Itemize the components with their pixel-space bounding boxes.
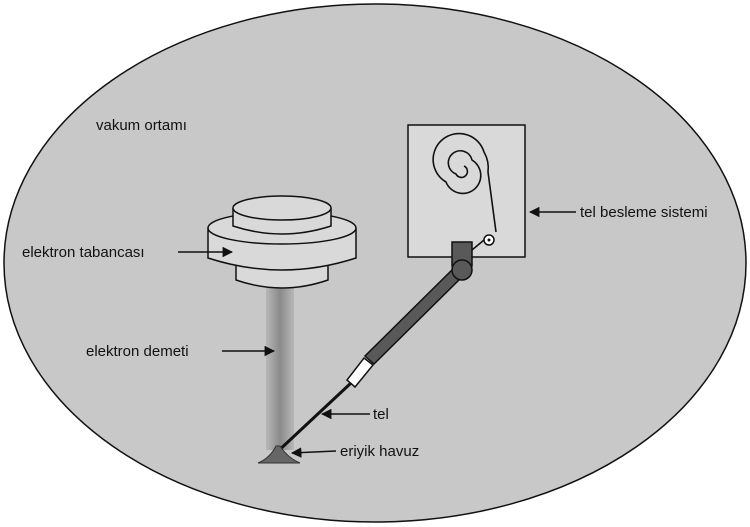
arrow-melt-pool [290,447,337,458]
vacuum-chamber [3,3,747,523]
wire-line [273,381,353,456]
label-wire: tel [373,406,389,423]
label-vacuum: vakum ortamı [96,117,187,134]
label-melt-pool: eriyik havuz [340,443,419,460]
gun-top-cap [232,195,332,221]
arm-tip-sleeve [345,356,375,389]
electron-gun [207,195,357,289]
arm-joint [451,259,473,281]
label-wire-feed-system: tel besleme sistemi [580,204,708,221]
wire-feed-arm [273,259,473,456]
electron-beam [266,288,294,450]
label-electron-beam: elektron demeti [86,343,189,360]
wire-feed-box [407,124,526,258]
wire-feed-system [407,124,526,267]
label-electron-gun: elektron tabancası [22,244,145,261]
melt-pool [257,445,301,464]
wire-spool-spiral-icon [432,132,497,233]
